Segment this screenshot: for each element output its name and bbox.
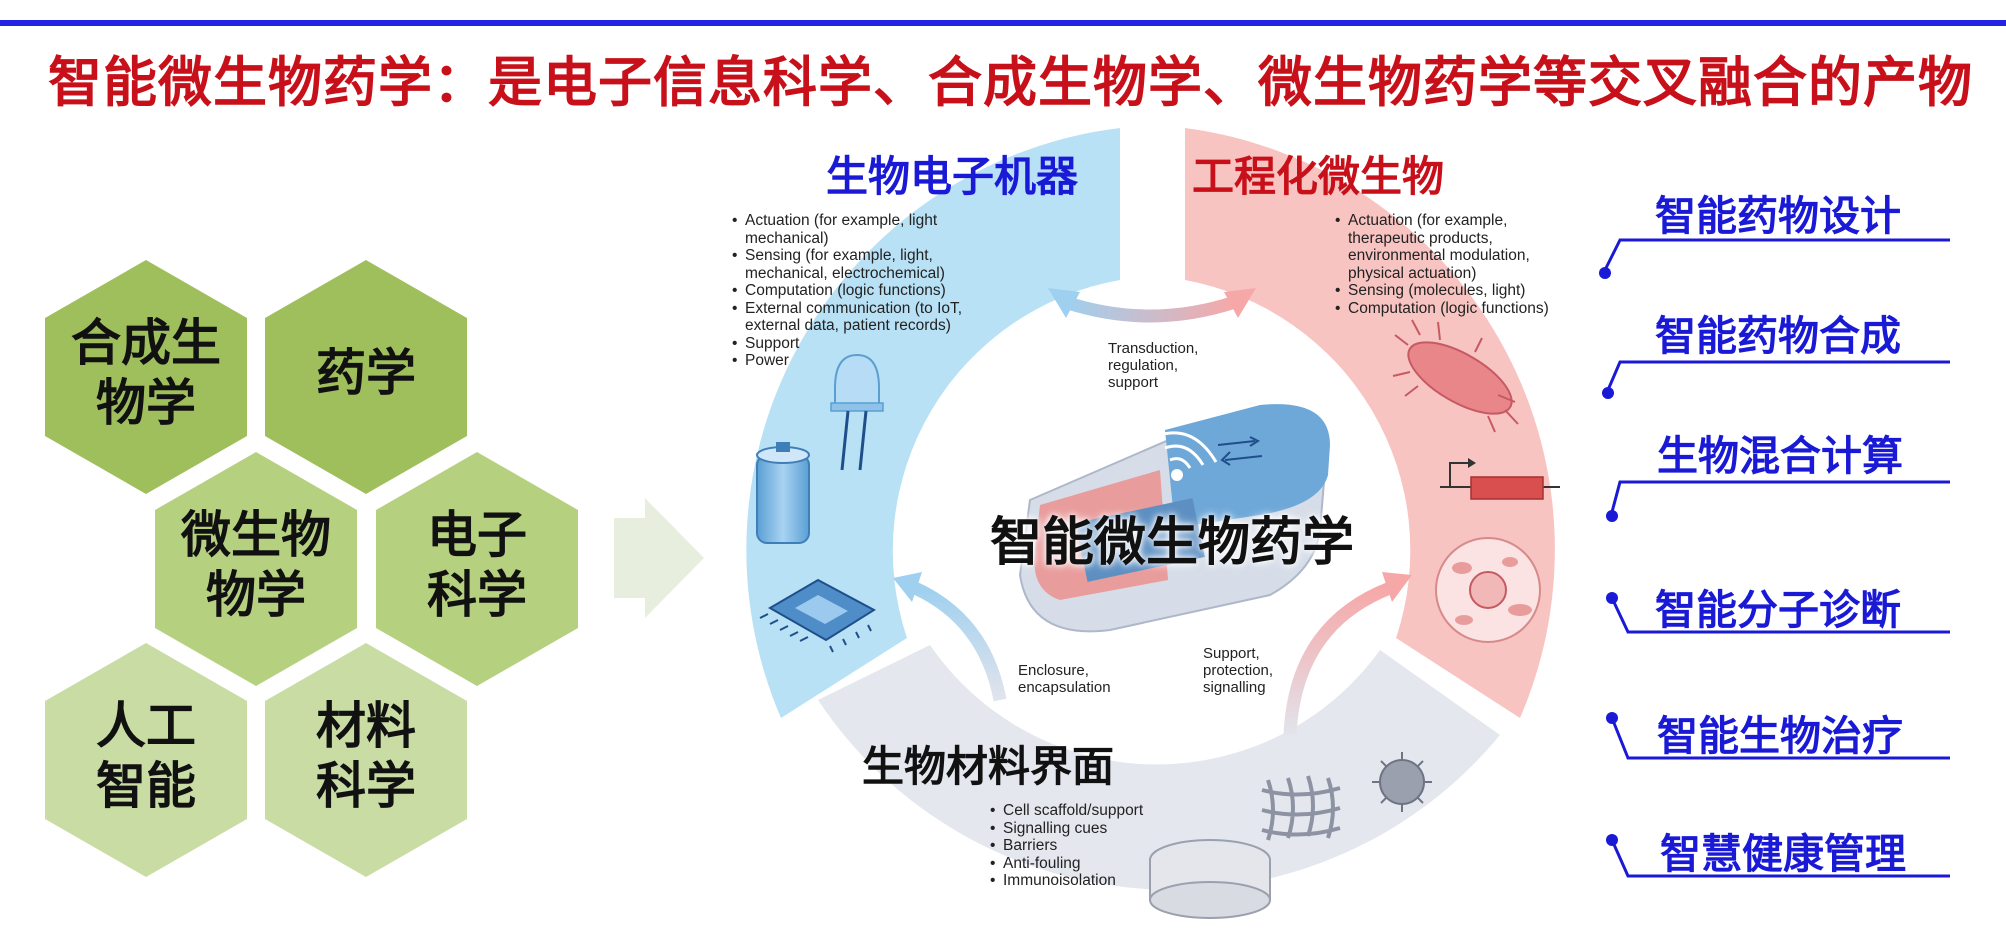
list-item: Immunoisolation [990, 872, 1210, 890]
arrow-right [1283, 581, 1393, 736]
arrow-top-head-right [1224, 288, 1256, 318]
cell-icon [1435, 537, 1541, 643]
top-accent-bar [0, 20, 2006, 26]
list-item: Computation (logic functions) [1335, 300, 1635, 318]
application-item: 智能分子诊断 [1655, 586, 1901, 634]
section-title-biomaterial: 生物材料界面 [862, 742, 1115, 791]
list-item: Signalling cues [990, 820, 1210, 838]
data-arrows-icon [1217, 436, 1263, 466]
hexagon-pharmacy [265, 260, 467, 494]
hexagon-label: 材料 科学 [316, 697, 416, 815]
section-title-bioelectronic: 生物电子机器 [826, 152, 1079, 201]
hexagon-label: 药学 [316, 344, 416, 402]
application-item: 智能药物设计 [1655, 192, 1901, 240]
battery-icon [756, 442, 810, 544]
bracket-5 [1610, 717, 1950, 760]
biomaterial-features-list: Cell scaffold/support Signalling cues Ba… [990, 802, 1210, 890]
application-item: 生物混合计算 [1657, 432, 1903, 480]
application-item: 智能生物治疗 [1657, 712, 1903, 760]
list-item: Anti-fouling [990, 855, 1210, 873]
hexagon-microbiology [155, 452, 357, 686]
bracket-1 [1603, 238, 1950, 271]
wireless-icon [1171, 469, 1183, 481]
hexagon-electronics [376, 452, 578, 686]
arrow-label-right: Support, protection, signalling [1203, 645, 1274, 696]
application-item: 智能药物合成 [1655, 312, 1901, 360]
chip-icon [759, 578, 876, 653]
flow-arrow [614, 498, 704, 618]
list-item: Computation (logic functions) [732, 282, 1032, 300]
hexagon-synthetic-biology [45, 260, 247, 494]
hexagon-label: 电子 科学 [427, 506, 527, 624]
arrow-right-head [1382, 572, 1412, 602]
cycle-arrows [893, 288, 1412, 736]
application-item: 智慧健康管理 [1660, 830, 1906, 878]
bracket-2 [1606, 360, 1950, 391]
capsule-device-illustration [1018, 404, 1330, 633]
arrow-label-left: Enclosure, encapsulation [1018, 662, 1111, 696]
arrow-top [1062, 295, 1238, 323]
discipline-hexagons [45, 260, 578, 877]
wireless-wave-2 [1164, 444, 1205, 466]
engineered-features-list: Actuation (for example, therapeutic prod… [1335, 212, 1635, 317]
capsule-blue-half [1165, 404, 1330, 528]
bioelectronic-features-list: Actuation (for example, light mechanical… [732, 212, 1032, 370]
list-item: Power [732, 352, 1032, 370]
section-title-engineered: 工程化微生物 [1192, 152, 1445, 201]
arrow-top-head-left [1048, 288, 1080, 318]
list-item: Barriers [990, 837, 1210, 855]
list-item: Actuation (for example, therapeutic prod… [1335, 212, 1635, 282]
arrow-label-top: Transduction, regulation, support [1108, 340, 1199, 391]
arrow-left-head [893, 572, 922, 602]
hexagon-ai [45, 643, 247, 877]
list-item: Actuation (for example, light mechanical… [732, 212, 1032, 247]
bracket-4 [1610, 597, 1950, 634]
list-item: Support [732, 335, 1032, 353]
hexagon-label: 微生物 物学 [181, 506, 331, 624]
arrow-left [912, 582, 1007, 702]
list-item: Cell scaffold/support [990, 802, 1210, 820]
hexagon-label: 合成生 物学 [71, 314, 221, 432]
wireless-wave-1 [1169, 457, 1192, 469]
list-item: Sensing (molecules, light) [1335, 282, 1635, 300]
hexagon-label: 人工 智能 [96, 697, 196, 815]
bracket-6 [1610, 839, 1950, 878]
wireless-wave-3 [1159, 431, 1218, 463]
list-item: External communication (to IoT, external… [732, 300, 1032, 335]
circuit-gene-icon [1440, 458, 1560, 500]
list-item: Sensing (for example, light, mechanical,… [732, 247, 1032, 282]
coated-particle-icon [1372, 752, 1432, 812]
capsule-core [1075, 498, 1205, 582]
page-title: 智能微生物药学：是电子信息科学、合成生物学、微生物药学等交叉融合的产物 [48, 51, 1973, 114]
hexagon-materials [265, 643, 467, 877]
bacterium-icon [1392, 319, 1519, 433]
center-title: 智能微生物药学 [990, 513, 1355, 573]
mesh-scaffold-icon [1261, 775, 1341, 841]
bracket-3 [1610, 480, 1950, 513]
